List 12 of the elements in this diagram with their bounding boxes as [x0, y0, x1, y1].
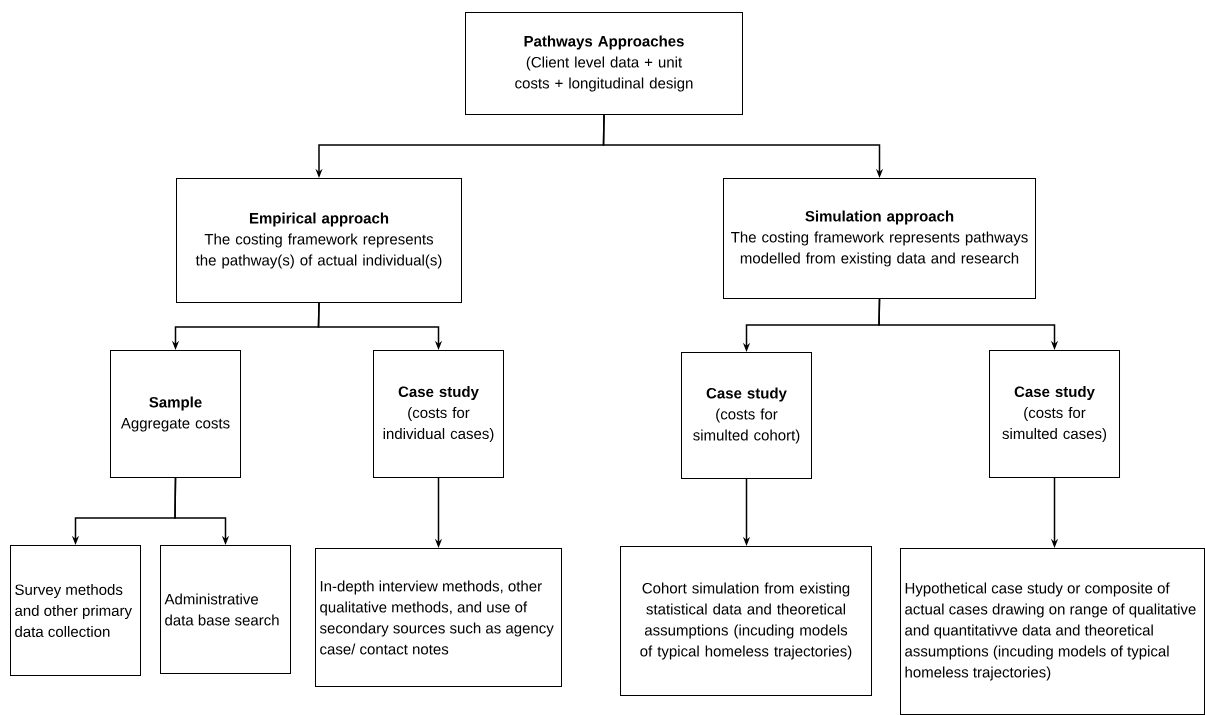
text-box: Hypothetical case study or composite of actual cases drawing on range of qualitative and quantitativve data and theoretical assumptions (incuding models of typical homeless trajectories) — [900, 548, 1205, 715]
heading-box: Sample Aggregate costs — [110, 350, 241, 478]
text-box: In-depth interview methods, other qualitative methods, and use of secondary sources such as agency case/ contact notes — [315, 548, 562, 687]
heading-box: Pathways Approaches (Client level data + unit costs + longitudinal design — [465, 12, 743, 115]
heading-box: Empirical approach The costing framework represents the pathway(s) of actual individual(s) — [176, 178, 462, 303]
heading-box: Case study (costs for simulted cohort) — [681, 352, 812, 479]
text-box: Cohort simulation from existing statistical data and theoretical assumptions (incuding models of typical homeless trajectories) — [620, 546, 872, 696]
heading-box: Simulation approach The costing framework represents pathways modelled from existing data and research — [723, 178, 1036, 299]
text-box: Survey methods and other primary data collection — [10, 545, 141, 676]
heading-box: Case study (costs for individual cases) — [373, 350, 504, 478]
heading-box: Case study (costs for simulted cases) — [989, 350, 1120, 478]
text-box: Administrative data base search — [160, 545, 291, 674]
